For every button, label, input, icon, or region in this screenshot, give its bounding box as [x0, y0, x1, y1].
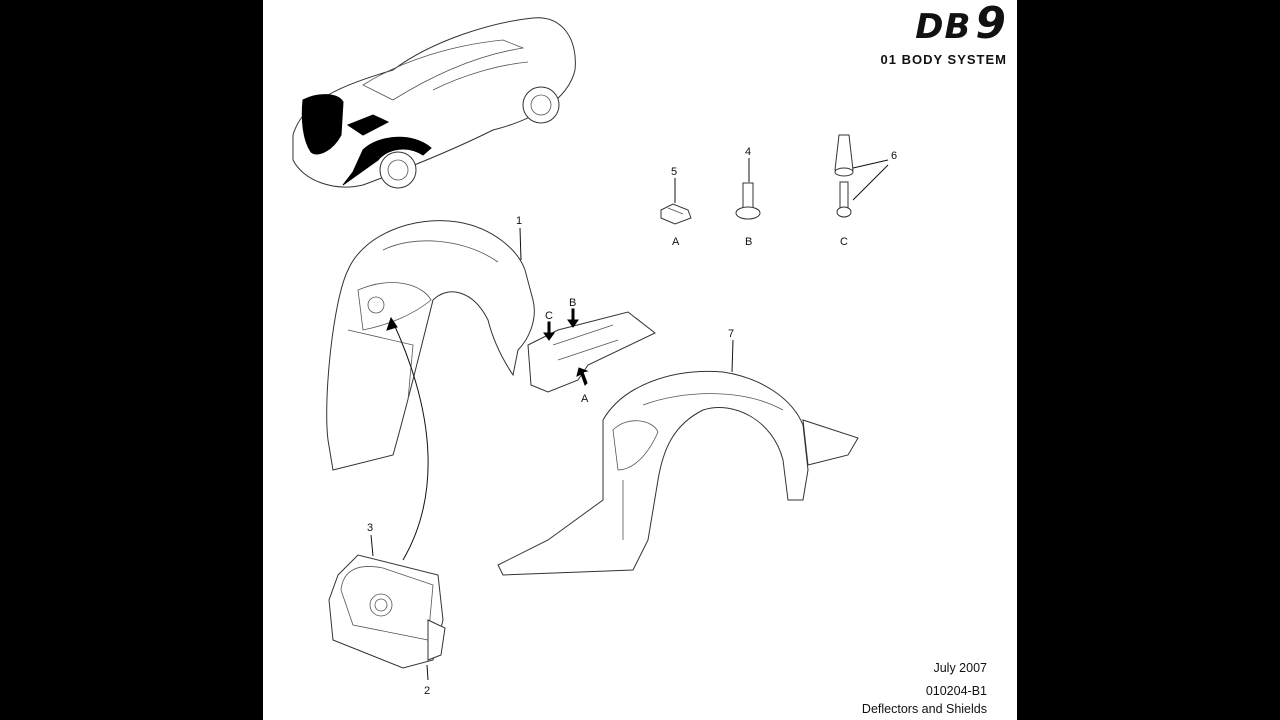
leader-3 [370, 534, 374, 557]
fastener-4-bolt [735, 182, 761, 220]
assembly-arrowhead-icon [386, 316, 398, 331]
front-wheelarch-highlight [301, 94, 344, 155]
arrow-b-icon [567, 308, 579, 328]
logo-db: DB [915, 7, 972, 47]
callout-5: 5 [671, 166, 677, 178]
part-1-front-wheelarch-liner [326, 220, 535, 471]
footer-code: 010204-B1 [925, 684, 987, 698]
part-7-rear-wheelarch-liner [497, 370, 859, 576]
leader-2 [426, 664, 429, 681]
callout-1: 1 [516, 215, 522, 227]
arrow-letter-c: C [545, 310, 553, 322]
leader-6a [852, 159, 889, 169]
fastener-letter-c: C [840, 236, 848, 248]
arrow-letter-b: B [569, 297, 576, 309]
arrow-letter-a: A [581, 393, 589, 405]
footer-title: Deflectors and Shields [861, 702, 987, 716]
fastener-5-clip [660, 203, 692, 225]
part-1-undertray [527, 311, 656, 393]
assembly-arrow [392, 321, 429, 561]
leader-1 [519, 227, 522, 261]
callout-2: 2 [424, 685, 430, 697]
part-2-bracket [427, 619, 446, 661]
parts-diagram: 1 2 3 4 5 6 7 A B C C B A [292, 17, 897, 697]
callout-7: 7 [728, 328, 734, 340]
db9-logo: DB9 [915, 2, 1007, 46]
footer-date: July 2007 [933, 661, 987, 675]
fastener-letter-a: A [672, 236, 680, 248]
system-title: 01 BODY SYSTEM [880, 52, 1007, 67]
arrow-c-icon [543, 321, 555, 341]
logo-nine: 9 [975, 0, 1007, 49]
arrow-a-icon [576, 367, 589, 386]
undertray-highlight [346, 114, 390, 136]
callout-3: 3 [367, 522, 373, 534]
drawing-sheet: DB9 01 BODY SYSTEM [263, 0, 1017, 720]
part-3-access-cover [328, 554, 446, 669]
fastener-6-push-clip [834, 134, 854, 218]
rear-arch-highlight [342, 136, 432, 186]
callout-4: 4 [745, 146, 751, 158]
leader-7 [731, 339, 734, 373]
car-overview-illustration [292, 17, 576, 189]
leader-6b [852, 164, 889, 201]
fastener-letter-b: B [745, 236, 752, 248]
callout-6: 6 [891, 150, 897, 162]
